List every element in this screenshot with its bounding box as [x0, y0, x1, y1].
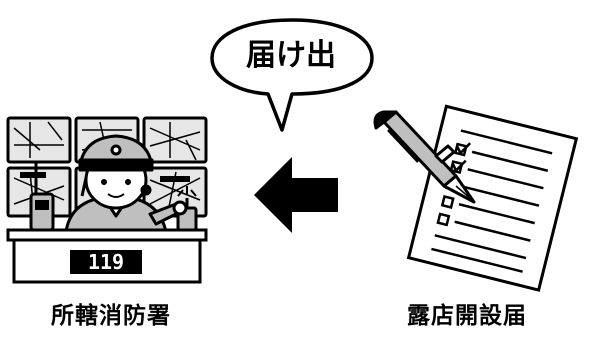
- desk: 119: [6, 228, 208, 284]
- check-marks: [451, 142, 472, 173]
- document-icon: [406, 104, 579, 292]
- fire-station-label: 所轄消防署: [51, 303, 171, 329]
- document-label: 露店開設届: [407, 303, 527, 329]
- fountain-pen-icon: [373, 110, 476, 204]
- dispatcher-person: [64, 134, 188, 234]
- dispatcher-desk-icon: 119: [6, 116, 208, 284]
- radio-icon: [29, 162, 55, 232]
- desk-number: 119: [88, 250, 124, 274]
- checklist: [431, 142, 549, 273]
- speech-bubble-icon: [210, 18, 374, 132]
- bubble-text: 届け出: [246, 38, 336, 73]
- arrow-left-icon: [254, 157, 338, 233]
